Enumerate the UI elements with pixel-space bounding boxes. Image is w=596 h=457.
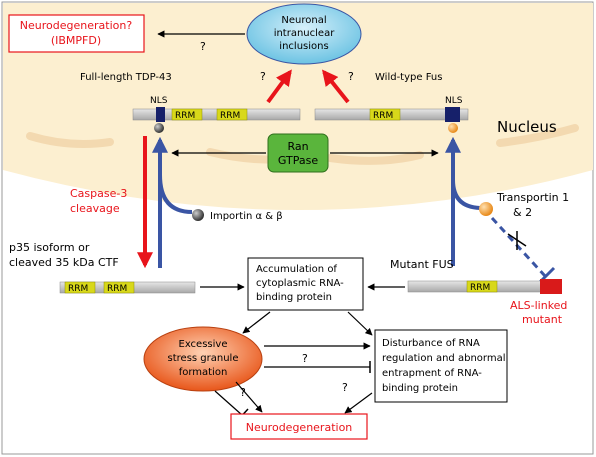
disturbance-line4: binding protein	[382, 383, 458, 394]
inclusions-line1: Neuronal	[281, 15, 326, 26]
tdp43-rrm1	[171, 108, 203, 121]
nucleus-region	[3, 3, 593, 210]
tdp43-nls-importin-dot	[154, 123, 164, 133]
mutant-fus-rrm-label: RRM	[470, 283, 490, 293]
membrane-pore-4	[496, 124, 579, 147]
nucleus-label: Nucleus	[497, 118, 557, 136]
disturbance-box	[374, 329, 508, 403]
caspase-line1: Caspase-3	[70, 187, 127, 200]
fus-rrm	[369, 108, 401, 121]
als-line1: ALS-linked	[510, 299, 567, 312]
accumulation-line1: Accumulation of	[256, 264, 337, 275]
transportin-line2: & 2	[513, 206, 532, 219]
als-line2: mutant	[522, 313, 563, 326]
accumulation-box	[247, 257, 364, 311]
disturbance-line2: regulation and abnormal	[382, 353, 505, 364]
tdp43-bar	[132, 108, 301, 121]
fus-to-inclusions-arrow	[322, 69, 350, 104]
fus-nls-transportin-dot	[448, 123, 458, 133]
transportin-hook	[451, 179, 481, 210]
ctf-rrm1-label: RRM	[68, 284, 88, 294]
neurodegeneration-top-line1: Neurodegeneration?	[20, 19, 133, 32]
transportin-icon	[479, 202, 493, 216]
als-mutation-segment	[540, 279, 562, 294]
disturbance-line3: entrapment of RNA-	[382, 368, 482, 379]
ran-gtpase-line1: Ran	[287, 140, 308, 153]
stress-inhibits-neurodegeneration-line	[214, 390, 243, 416]
question-disturbance-neurodegeneration: ?	[342, 381, 348, 394]
fus-nls-segment	[445, 107, 460, 122]
tdp43-nls-segment	[156, 107, 165, 122]
importin-hook	[158, 174, 193, 214]
question-stress-disturbance: ?	[302, 352, 308, 365]
neurodegeneration-top-line2: (IBMPFD)	[51, 34, 101, 47]
importin-label: Importin α & β	[210, 211, 283, 222]
question-fus-inclusions: ?	[348, 70, 354, 83]
mutant-fus-rrm	[466, 280, 498, 293]
question-stress-neurodegeneration: ?	[240, 386, 246, 399]
membrane-pore-1	[26, 132, 114, 148]
stress-line1: Excessive	[179, 339, 228, 350]
inclusions-line3: inclusions	[279, 41, 328, 52]
neuronal-inclusions-ellipse	[246, 3, 362, 65]
wild-type-fus-label: Wild-type Fus	[375, 72, 442, 83]
fus-nls-label: NLS	[445, 96, 463, 106]
fus-rrm-label: RRM	[373, 111, 393, 121]
disturbance-to-neurodegeneration-arrow	[344, 392, 373, 414]
importin-icon	[192, 209, 204, 221]
question-tdp43-inclusions: ?	[260, 70, 266, 83]
stress-to-neurodegeneration-arrow	[235, 381, 263, 413]
neurodegeneration-ibmpfd-box	[8, 14, 145, 53]
tdp43-rrm2	[216, 108, 248, 121]
tdp43-to-inclusions-arrow	[266, 69, 292, 104]
ctf-rrm2-label: RRM	[107, 284, 127, 294]
ran-gtpase-box	[267, 133, 329, 173]
stress-line2: stress granule	[168, 353, 239, 364]
tdp43-rrm2-label: RRM	[220, 111, 240, 121]
caspase-line2: cleavage	[70, 202, 120, 215]
full-length-tdp43-label: Full-length TDP-43	[80, 72, 172, 83]
neurodegeneration-box	[230, 413, 368, 440]
tdp43-nls-label: NLS	[150, 96, 168, 106]
membrane-pore-3	[326, 151, 424, 165]
accumulation-line2: cytoplasmic RNA-	[256, 278, 344, 289]
tdp43-full-length-protein: RRM RRM	[132, 107, 301, 122]
question-ibmpfd: ?	[200, 40, 206, 53]
accumulation-line3: binding protein	[256, 292, 332, 303]
accumulation-to-stress-arrow	[242, 311, 271, 334]
ran-gtpase-line2: GTPase	[278, 154, 318, 167]
transportin-line1: Transportin 1	[496, 191, 569, 204]
stress-line3: formation	[179, 367, 228, 378]
neurodegeneration-bottom-label: Neurodegeneration	[246, 421, 353, 434]
mutant-fus-protein: RRM	[407, 279, 562, 294]
tdp43-ctf-protein: RRM RRM	[59, 281, 196, 294]
stress-granule-ellipse	[143, 326, 263, 392]
p35-line2: cleaved 35 kDa CTF	[9, 256, 119, 269]
mutant-fus-label: Mutant FUS	[390, 258, 454, 271]
ctf-rrm1	[64, 281, 96, 294]
inclusions-line2: intranuclear	[274, 28, 336, 39]
disturbance-line1: Disturbance of RNA	[382, 338, 480, 349]
accumulation-to-disturbance-arrow	[347, 311, 373, 336]
transportin-blocked-line	[490, 216, 547, 278]
ctf-rrm2	[103, 281, 135, 294]
wild-type-fus-protein: RRM	[314, 107, 469, 122]
tdp43-rrm1-label: RRM	[175, 111, 195, 121]
p35-line1: p35 isoform or	[9, 241, 90, 254]
